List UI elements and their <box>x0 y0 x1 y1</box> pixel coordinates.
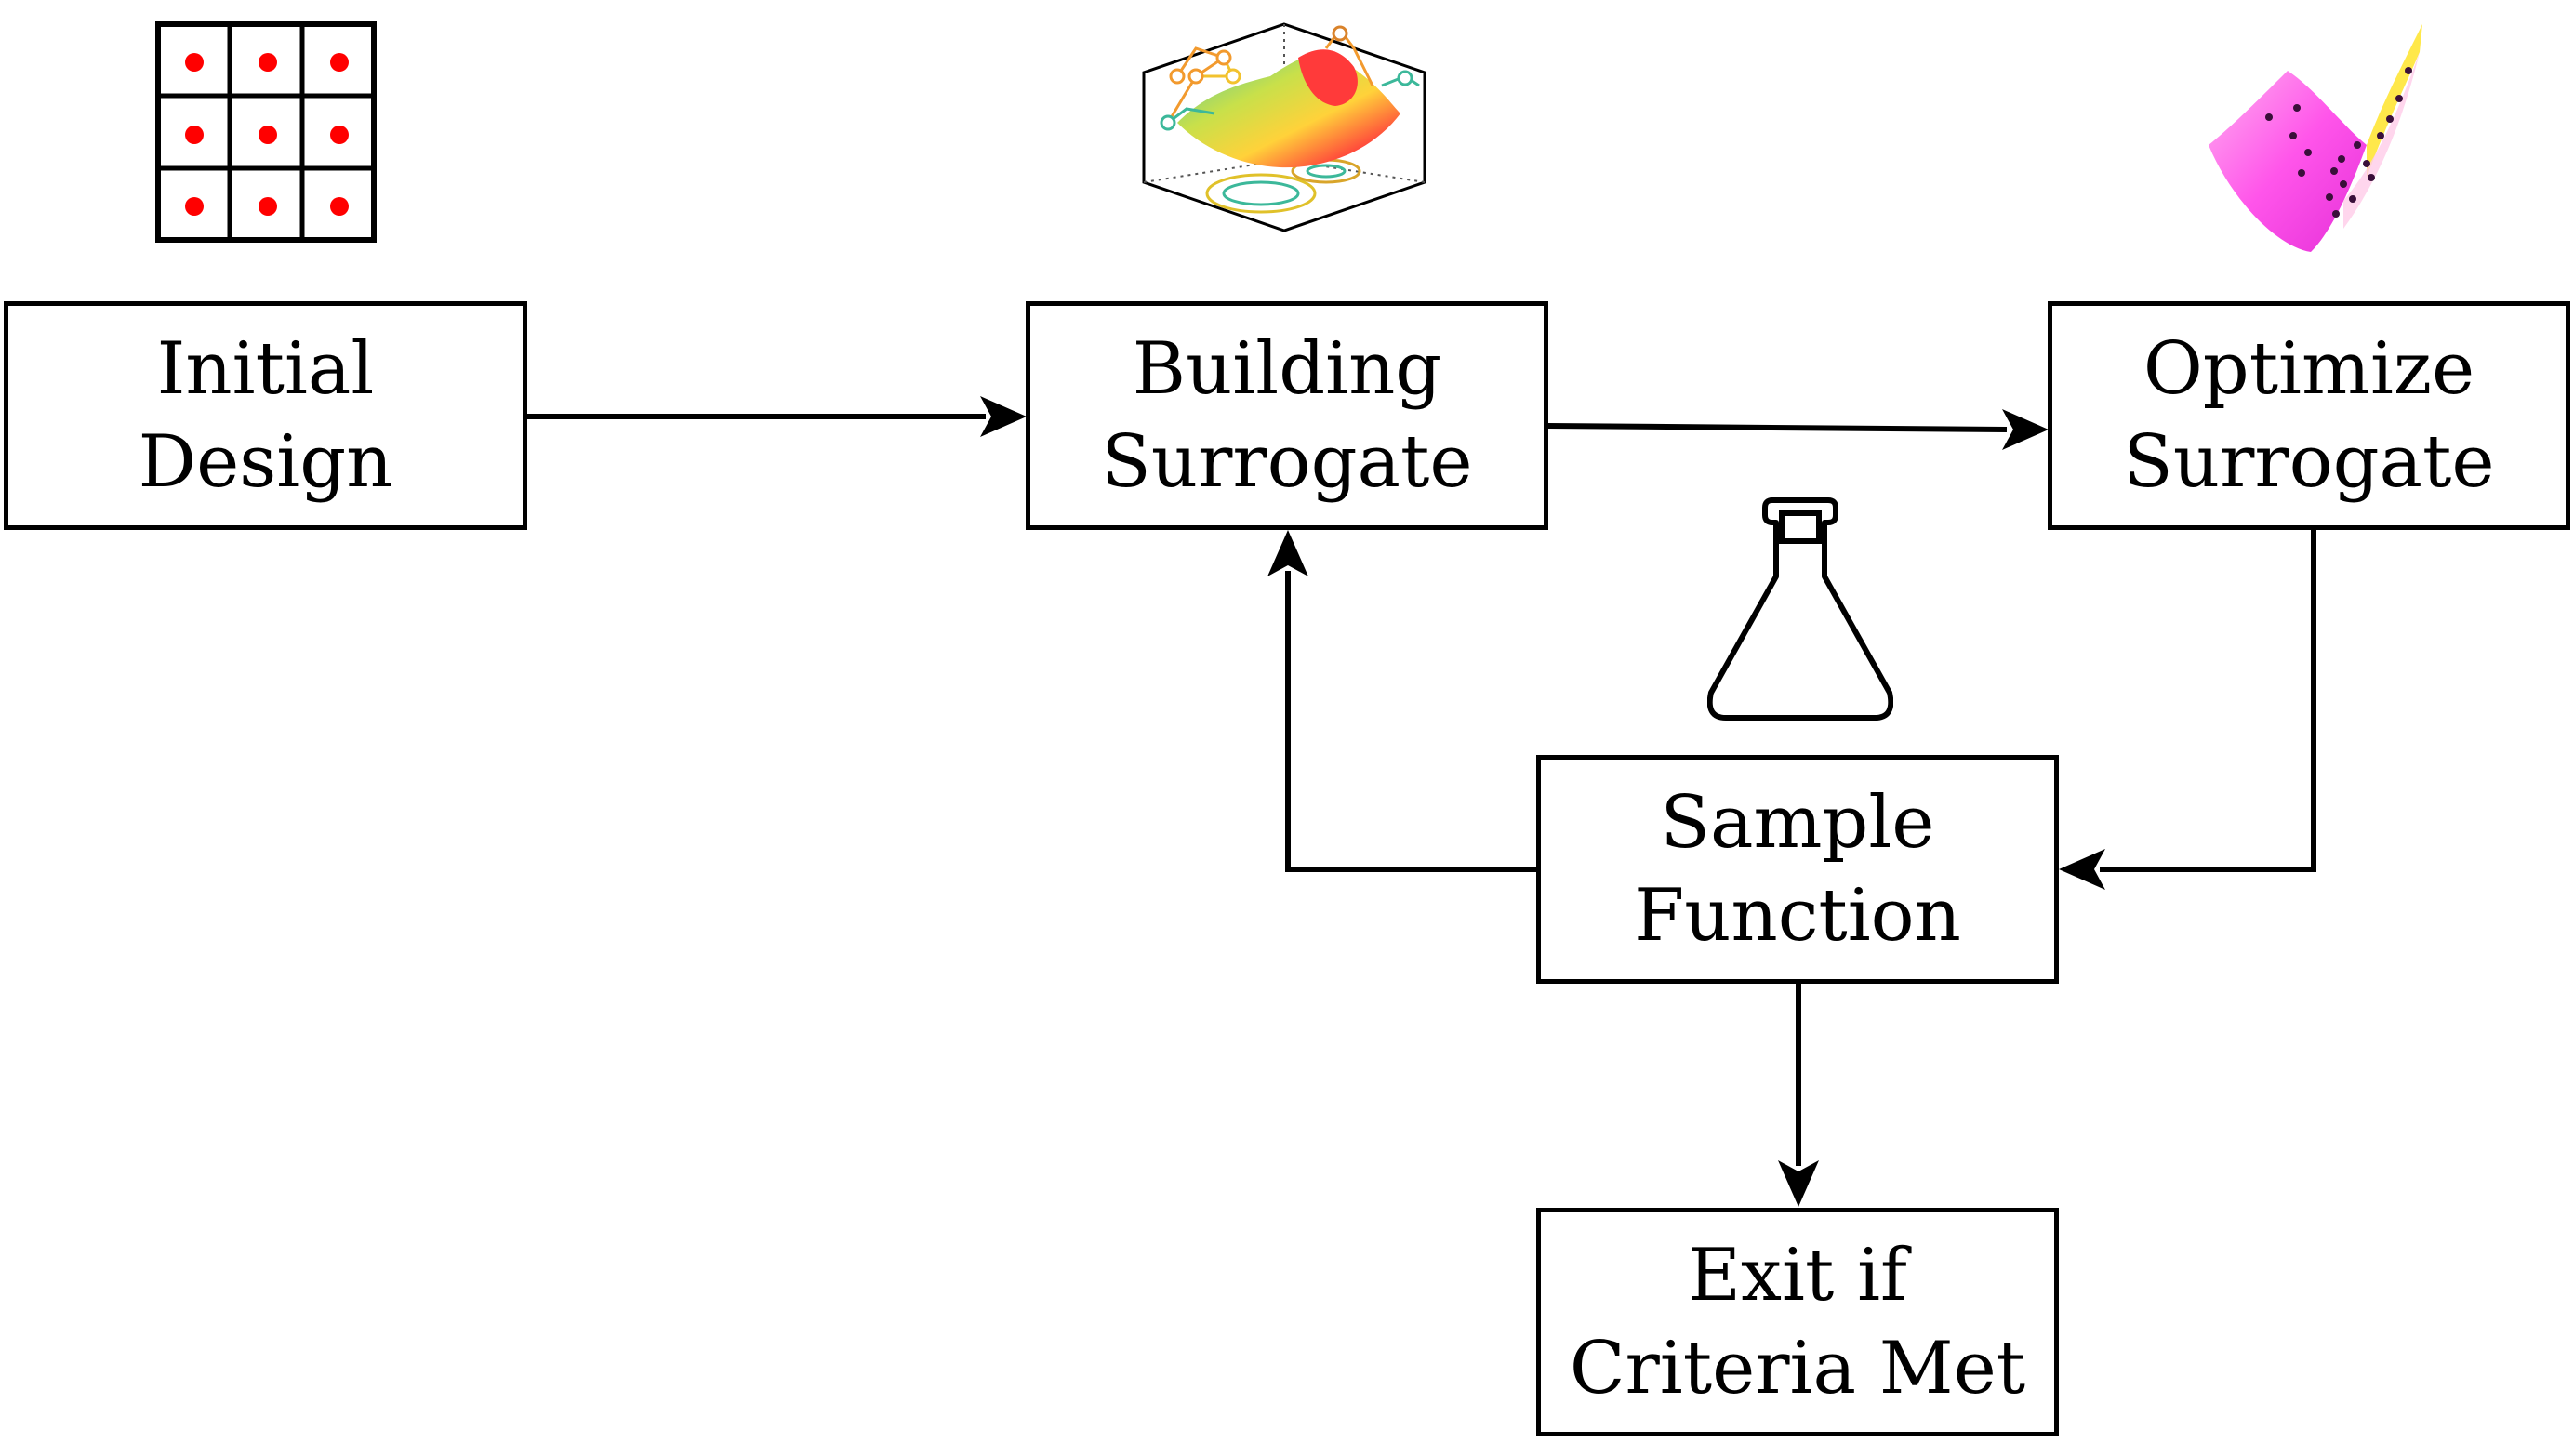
edge-optimize-to-sample <box>2059 530 2316 890</box>
node-label-line2: Surrogate <box>1101 420 1473 504</box>
node-label-line1: Building <box>1132 327 1442 411</box>
edge-building-to-optimize <box>1546 409 2049 450</box>
node-label-line1: Initial <box>156 327 375 411</box>
flask-icon <box>1707 497 1893 721</box>
edge-sample-to-exit <box>1778 984 1819 1207</box>
node-label-line2: Function <box>1634 874 1961 958</box>
node-label-line2: Criteria Met <box>1569 1327 2026 1410</box>
sampling-grid-icon <box>155 21 377 243</box>
node-initial-design: Initial Design <box>4 301 527 530</box>
surrogate-surface-icon <box>1142 22 1426 232</box>
node-label-line1: Exit if <box>1688 1234 1907 1317</box>
node-label-line2: Surrogate <box>2123 420 2495 504</box>
node-building-surrogate: Building Surrogate <box>1026 301 1548 530</box>
node-label-line1: Sample <box>1660 781 1935 865</box>
node-optimize-surrogate: Optimize Surrogate <box>2048 301 2570 530</box>
optimization-surface-icon <box>2209 24 2422 252</box>
node-label-line2: Design <box>138 420 393 504</box>
node-exit: Exit if Criteria Met <box>1536 1208 2059 1436</box>
node-label-line1: Optimize <box>2143 327 2475 411</box>
edge-sample-to-building <box>1267 530 1536 872</box>
edge-initial-to-building <box>527 396 1027 437</box>
node-sample-function: Sample Function <box>1536 755 2059 984</box>
